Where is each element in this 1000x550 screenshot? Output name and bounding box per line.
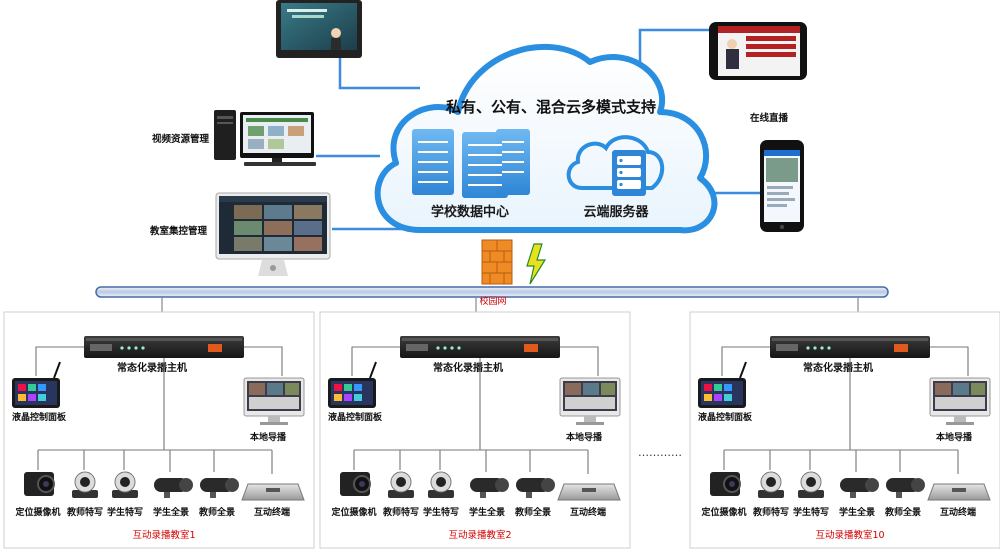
device-label: 学生特写 xyxy=(107,506,143,518)
lcd-panel-icon xyxy=(698,361,747,408)
classroom-ellipsis: ………… xyxy=(638,446,682,459)
local-director-label: 本地导播 xyxy=(250,431,287,443)
classroom-name: 互动录播教室2 xyxy=(448,529,511,541)
desktop-computer-icon xyxy=(214,110,316,166)
local-director-label: 本地导播 xyxy=(936,431,973,443)
datacenter-label: 学校数据中心 xyxy=(431,204,509,220)
device-label: 学生全景 xyxy=(469,506,505,518)
datacenter-servers-icon xyxy=(412,129,530,198)
device-label: 教师特写 xyxy=(66,506,103,518)
teacher-panorama-camera-icon xyxy=(516,450,555,498)
device-label: 学生特写 xyxy=(793,506,829,518)
device-label: 学生全景 xyxy=(153,506,189,518)
student-closeup-camera-icon xyxy=(112,450,138,498)
device-label: 互动终端 xyxy=(570,506,606,518)
classroom-name: 互动录播教室10 xyxy=(815,529,884,541)
teacher-closeup-camera-icon xyxy=(388,450,414,498)
device-label: 互动终端 xyxy=(254,506,290,518)
device-label: 定位摄像机 xyxy=(330,506,376,518)
device-label: 教师特写 xyxy=(382,506,419,518)
lcd-panel-label: 液晶控制面板 xyxy=(698,411,753,423)
classroom-panel-3: 常态化录播主机 液晶控制面板 xyxy=(689,311,1000,549)
interactive-terminal-icon xyxy=(241,450,305,501)
tracking-camera-icon xyxy=(710,450,741,496)
lcd-panel-label: 液晶控制面板 xyxy=(328,411,383,423)
teacher-closeup-camera-icon xyxy=(758,450,784,498)
campus-network-bus: 校园网 xyxy=(95,286,889,313)
student-panorama-camera-icon xyxy=(154,450,193,498)
device-label: 教师全景 xyxy=(884,506,921,518)
live-stream-label: 在线直播 xyxy=(750,112,789,124)
teacher-panorama-camera-icon xyxy=(886,450,925,498)
device-label: 学生特写 xyxy=(423,506,459,518)
classroom-panel-2: 常态化录播主机 液晶控制面板 xyxy=(319,311,631,549)
device-label: 定位摄像机 xyxy=(14,506,60,518)
teacher-closeup-camera-icon xyxy=(72,450,98,498)
local-director-icon xyxy=(559,377,621,425)
smartphone-icon xyxy=(760,140,804,232)
recording-host-icon xyxy=(400,336,560,358)
device-label: 教师全景 xyxy=(514,506,551,518)
student-closeup-camera-icon xyxy=(798,450,824,498)
device-label: 教师全景 xyxy=(198,506,235,518)
interactive-terminal-icon xyxy=(557,450,621,501)
lcd-panel-icon xyxy=(328,361,377,408)
student-closeup-camera-icon xyxy=(428,450,454,498)
tablet-device-icon xyxy=(709,22,807,80)
recording-host-label: 常态化录播主机 xyxy=(117,361,187,374)
device-label: 教师特写 xyxy=(752,506,789,518)
recording-host-icon xyxy=(770,336,930,358)
cloud-server-icon xyxy=(566,135,664,196)
classroom-panel-1: 常态化录播主机 液晶控制面板 xyxy=(3,311,315,549)
recording-host-label: 常态化录播主机 xyxy=(803,361,873,374)
video-mgmt-label: 视频资源管理 xyxy=(152,133,210,145)
lightning-icon xyxy=(526,243,547,285)
device-label: 定位摄像机 xyxy=(700,506,746,518)
local-director-label: 本地导播 xyxy=(566,431,603,443)
recording-host-label: 常态化录播主机 xyxy=(433,361,503,374)
local-director-icon xyxy=(929,377,991,425)
control-monitor-icon xyxy=(215,192,331,276)
interactive-terminal-icon xyxy=(927,450,991,501)
private-cloud: 私有、公有、混合云多模式支持 学校数据中心 xyxy=(374,43,718,234)
lcd-panel-label: 液晶控制面板 xyxy=(12,411,67,423)
tracking-camera-icon xyxy=(24,450,55,496)
device-label: 学生全景 xyxy=(839,506,875,518)
display-monitor-icon xyxy=(276,0,362,58)
teacher-panorama-camera-icon xyxy=(200,450,239,498)
classroom-ctrl-label: 教室集控管理 xyxy=(149,225,208,237)
cloud-title: 私有、公有、混合云多模式支持 xyxy=(445,98,656,116)
local-director-icon xyxy=(243,377,305,425)
student-panorama-camera-icon xyxy=(840,450,879,498)
cloud-server-label: 云端服务器 xyxy=(583,204,649,220)
tracking-camera-icon xyxy=(340,450,371,496)
network-label: 校园网 xyxy=(479,295,506,307)
classroom-name: 互动录播教室1 xyxy=(132,529,195,541)
student-panorama-camera-icon xyxy=(470,450,509,498)
classrooms: 常态化录播主机 液晶控制面板 xyxy=(3,311,1000,549)
device-label: 互动终端 xyxy=(940,506,976,518)
firewall-icon xyxy=(481,239,513,285)
lcd-panel-icon xyxy=(12,361,61,408)
link-monitor-cloud xyxy=(338,58,420,90)
recording-host-icon xyxy=(84,336,244,358)
